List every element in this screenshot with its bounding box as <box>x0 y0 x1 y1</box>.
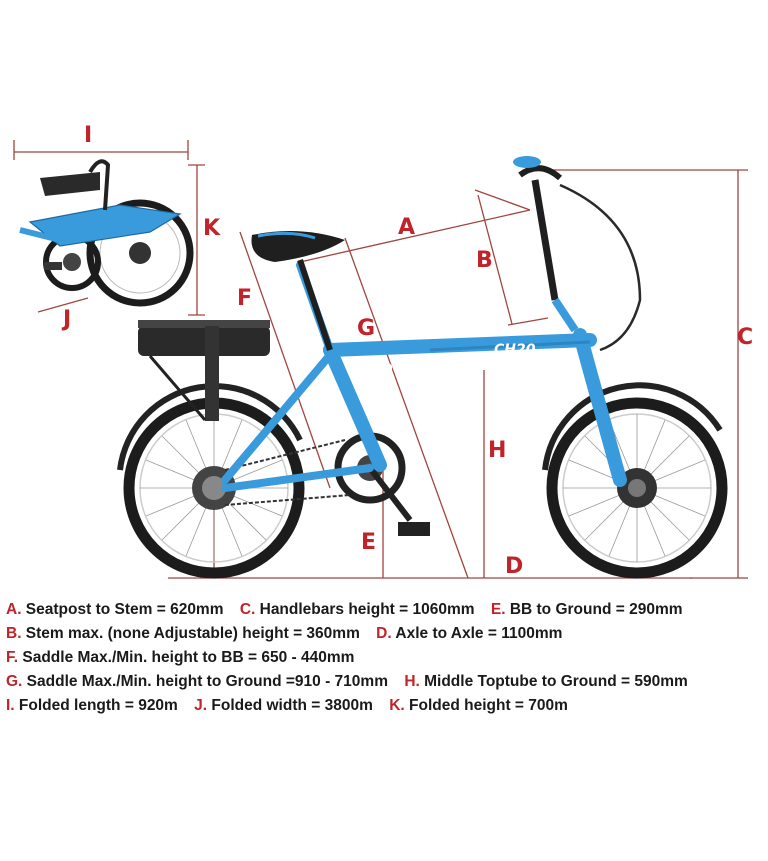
legend-text: Handlebars height = 1060mm <box>255 601 475 618</box>
dim-label-c: C <box>737 325 754 350</box>
dimension-lines <box>13 140 748 579</box>
legend-text: Saddle Max./Min. height to BB = 650 - 44… <box>18 649 355 666</box>
dim-label-f: F <box>237 286 253 311</box>
dim-label-b: B <box>476 248 493 273</box>
legend-row: G. Saddle Max./Min. height to Ground =91… <box>6 670 766 694</box>
legend-entry: F. Saddle Max./Min. height to BB = 650 -… <box>6 646 354 670</box>
legend-text: Folded width = 3800m <box>207 697 373 714</box>
legend-text: Folded height = 700m <box>404 697 568 714</box>
legend-key: I. <box>6 697 15 714</box>
legend-key: B. <box>6 625 22 642</box>
legend-key: D. <box>376 625 392 642</box>
dim-label-i: I <box>84 123 93 148</box>
bike-diagram: CH20 epa A B C D E F G H I J K <box>13 123 754 579</box>
legend-row: B. Stem max. (none Adjustable) height = … <box>6 622 766 646</box>
legend-key: J. <box>194 697 208 714</box>
legend-text: Middle Toptube to Ground = 590mm <box>419 673 688 690</box>
dim-label-a: A <box>398 215 416 240</box>
dim-label-e: E <box>361 530 377 555</box>
dim-label-j: J <box>63 307 72 332</box>
legend-entry: E. BB to Ground = 290mm <box>491 598 683 622</box>
bike-illustration <box>13 140 748 579</box>
legend-entry: G. Saddle Max./Min. height to Ground =91… <box>6 670 388 694</box>
dim-label-h: H <box>488 438 507 463</box>
legend-row: A. Seatpost to Stem = 620mm C. Handlebar… <box>6 598 766 622</box>
frame-brand-text: epa <box>376 360 401 374</box>
folded-bike <box>19 159 194 307</box>
legend-entry: J. Folded width = 3800m <box>194 694 373 718</box>
legend-entry: D. Axle to Axle = 1100mm <box>376 622 562 646</box>
legend-text: Stem max. (none Adjustable) height = 360… <box>21 625 360 642</box>
legend-key: G. <box>6 673 23 690</box>
legend-key: A. <box>6 601 22 618</box>
main-bike <box>117 156 728 579</box>
legend-entry: A. Seatpost to Stem = 620mm <box>6 598 224 622</box>
legend-text: Axle to Axle = 1100mm <box>391 625 563 642</box>
legend-row: I. Folded length = 920m J. Folded width … <box>6 694 766 718</box>
legend-text: Saddle Max./Min. height to Ground =910 -… <box>22 673 388 690</box>
legend-key: C. <box>239 601 256 618</box>
legend-entry: K. Folded height = 700m <box>389 694 568 718</box>
legend-key: F. <box>6 649 19 666</box>
dim-label-k: K <box>203 216 221 241</box>
legend-row: F. Saddle Max./Min. height to BB = 650 -… <box>6 646 766 670</box>
legend-key: K. <box>389 697 405 714</box>
legend-key: E. <box>490 601 506 618</box>
legend-text: Folded length = 920m <box>14 697 178 714</box>
dimension-legend: A. Seatpost to Stem = 620mm C. Handlebar… <box>6 598 766 718</box>
frame-model-text: CH20 <box>494 342 536 358</box>
legend-entry: H. Middle Toptube to Ground = 590mm <box>404 670 687 694</box>
legend-entry: B. Stem max. (none Adjustable) height = … <box>6 622 360 646</box>
legend-entry: I. Folded length = 920m <box>6 694 178 718</box>
legend-key: H. <box>404 673 420 690</box>
dim-label-g: G <box>357 316 376 341</box>
legend-entry: C. Handlebars height = 1060mm <box>240 598 475 622</box>
legend-text: Seatpost to Stem = 620mm <box>21 601 224 618</box>
dim-label-d: D <box>505 554 524 579</box>
legend-text: BB to Ground = 290mm <box>505 601 683 618</box>
